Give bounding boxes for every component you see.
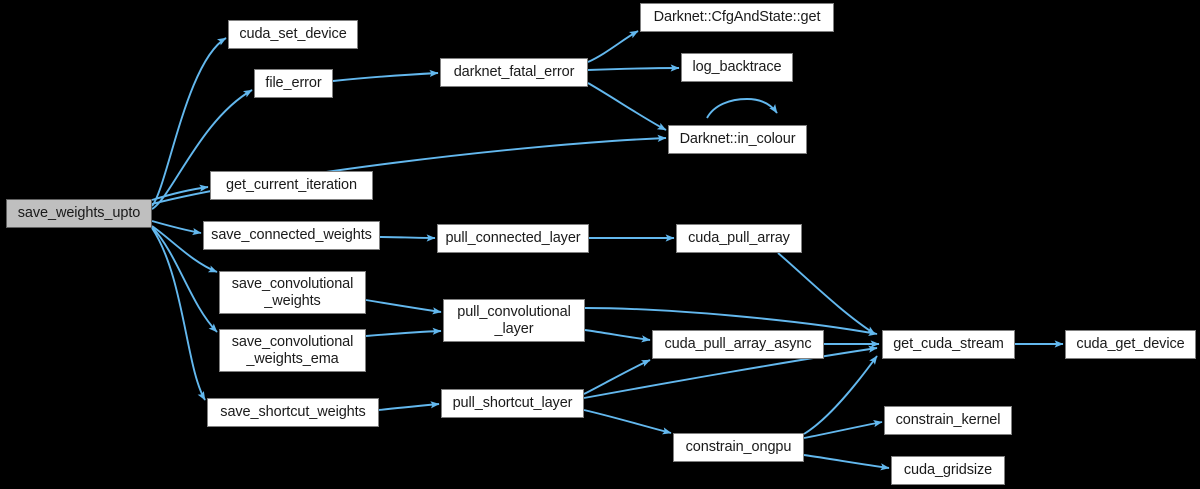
node-label: cuda_pull_array_async <box>664 336 812 352</box>
node-label: cuda_pull_array <box>688 230 790 246</box>
node-cuda_set_device[interactable]: cuda_set_device <box>228 20 358 49</box>
node-label: pull_shortcut_layer <box>452 395 573 411</box>
edge-pull_shortcut_layer-to-constrain_ongpu <box>583 409 672 435</box>
node-pull_shortcut_layer[interactable]: pull_shortcut_layer <box>441 389 584 418</box>
node-label: Darknet::in_colour <box>679 131 796 147</box>
edge-in_colour-to-in_colour <box>706 98 778 119</box>
node-constrain_kernel[interactable]: constrain_kernel <box>884 406 1012 435</box>
node-cuda_get_device[interactable]: cuda_get_device <box>1065 330 1196 359</box>
edge-save_convolutional_weights-to-pull_convolutional_layer <box>365 299 442 315</box>
edge-save_connected_weights-to-pull_connected_layer <box>379 234 436 242</box>
edge-darknet_fatal_error-to-cfgandstate_get <box>587 30 639 63</box>
node-label: darknet_fatal_error <box>453 64 575 80</box>
node-label: save_connected_weights <box>211 227 372 243</box>
node-cfgandstate_get[interactable]: Darknet::CfgAndState::get <box>640 3 834 32</box>
node-label: constrain_kernel <box>895 412 1001 428</box>
node-label: cuda_set_device <box>239 26 347 42</box>
node-in_colour[interactable]: Darknet::in_colour <box>668 125 807 154</box>
node-label: log_backtrace <box>692 59 782 75</box>
node-save_weights_upto[interactable]: save_weights_upto <box>6 199 152 228</box>
node-save_shortcut_weights[interactable]: save_shortcut_weights <box>207 398 379 427</box>
node-label: save_convolutional _weights <box>231 275 354 309</box>
node-cuda_pull_array[interactable]: cuda_pull_array <box>676 224 802 253</box>
node-cuda_gridsize[interactable]: cuda_gridsize <box>891 456 1005 485</box>
edge-constrain_ongpu-to-constrain_kernel <box>803 420 883 439</box>
node-label: pull_connected_layer <box>445 230 581 246</box>
node-pull_connected_layer[interactable]: pull_connected_layer <box>437 224 589 253</box>
edge-constrain_ongpu-to-cuda_gridsize <box>803 454 890 471</box>
node-label: constrain_ongpu <box>685 439 792 455</box>
node-label: cuda_get_device <box>1076 336 1185 352</box>
edge-darknet_fatal_error-to-log_backtrace <box>587 64 680 72</box>
node-label: save_weights_upto <box>17 205 141 221</box>
edge-cuda_pull_array-to-get_cuda_stream <box>777 252 876 335</box>
node-save_convolutional_weights[interactable]: save_convolutional _weights <box>219 271 366 314</box>
node-label: pull_convolutional _layer <box>457 303 571 337</box>
node-save_convolutional_weights_ema[interactable]: save_convolutional _weights_ema <box>219 329 366 372</box>
edge-pull_shortcut_layer-to-cuda_pull_array_async <box>583 359 651 395</box>
node-pull_convolutional_layer[interactable]: pull_convolutional _layer <box>443 299 585 342</box>
node-save_connected_weights[interactable]: save_connected_weights <box>203 221 380 250</box>
node-label: save_shortcut_weights <box>220 404 366 420</box>
node-get_cuda_stream[interactable]: get_cuda_stream <box>882 330 1015 359</box>
node-label: file_error <box>265 75 322 91</box>
node-label: get_current_iteration <box>226 177 357 193</box>
node-label: save_convolutional _weights_ema <box>231 333 354 367</box>
node-log_backtrace[interactable]: log_backtrace <box>681 53 793 82</box>
node-constrain_ongpu[interactable]: constrain_ongpu <box>673 433 804 462</box>
node-cuda_pull_array_async[interactable]: cuda_pull_array_async <box>652 330 824 359</box>
node-label: get_cuda_stream <box>893 336 1004 352</box>
edge-save_weights_upto-to-get_current_iteration <box>151 184 209 201</box>
edge-save_weights_upto-to-save_shortcut_weights <box>151 227 206 401</box>
node-darknet_fatal_error[interactable]: darknet_fatal_error <box>440 58 588 87</box>
node-get_current_iteration[interactable]: get_current_iteration <box>210 171 373 200</box>
edge-file_error-to-darknet_fatal_error <box>332 69 439 82</box>
node-file_error[interactable]: file_error <box>254 69 333 98</box>
node-label: Darknet::CfgAndState::get <box>653 9 821 25</box>
edge-save_convolutional_weights_ema-to-pull_convolutional_layer <box>365 327 442 337</box>
node-label: cuda_gridsize <box>903 462 993 478</box>
edge-save_shortcut_weights-to-pull_shortcut_layer <box>378 401 440 411</box>
edge-pull_convolutional_layer-to-cuda_pull_array_async <box>584 329 651 343</box>
edge-darknet_fatal_error-to-in_colour <box>587 82 667 131</box>
edge-constrain_ongpu-to-get_cuda_stream <box>803 355 878 435</box>
edge-save_weights_upto-to-save_connected_weights <box>151 220 202 236</box>
